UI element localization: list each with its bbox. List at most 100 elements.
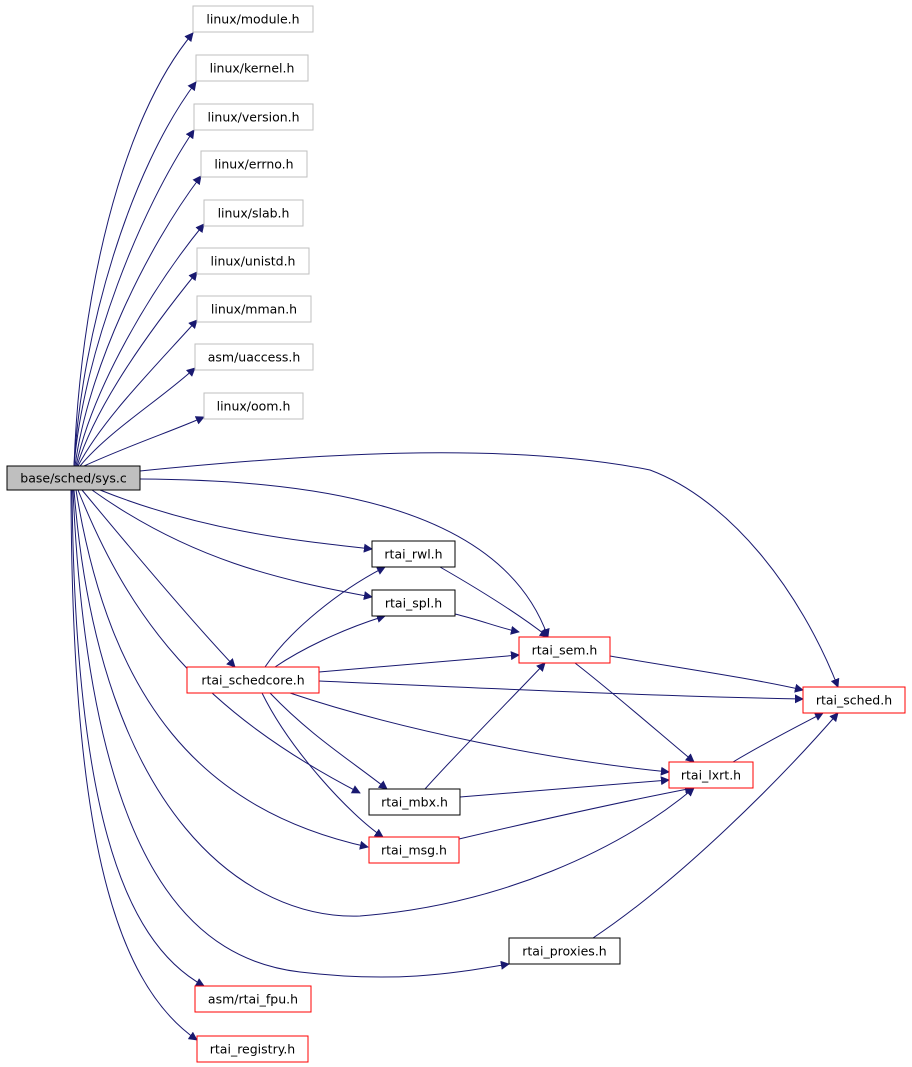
edge-root-to-slab	[75, 223, 205, 467]
node-box-sched	[802, 686, 906, 714]
node-mman[interactable]: linux/mman.h	[196, 295, 312, 323]
node-label-unistd: linux/unistd.h	[211, 254, 296, 269]
edge-root-to-rwl	[99, 489, 373, 553]
edge-schedcore-to-sem	[318, 651, 520, 673]
node-module[interactable]: linux/module.h	[192, 5, 314, 33]
node-label-rwl: rtai_rwl.h	[384, 547, 442, 562]
node-box-mbx	[368, 788, 461, 816]
node-mbx[interactable]: rtai_mbx.h	[368, 788, 461, 816]
edge-root-to-oom	[83, 416, 205, 467]
node-box-fpu	[194, 985, 312, 1013]
edge-mbx-to-sem	[424, 662, 546, 790]
edge-msg-to-lxrt	[458, 785, 694, 840]
node-box-slab	[203, 199, 304, 227]
node-lxrt[interactable]: rtai_lxrt.h	[668, 761, 754, 789]
node-box-uaccess	[194, 343, 314, 371]
node-box-spl	[371, 589, 456, 617]
node-box-errno	[200, 150, 308, 178]
edge-root-to-proxies	[72, 489, 510, 978]
node-box-schedcore	[186, 666, 320, 694]
edge-sem-to-lxrt	[574, 662, 695, 763]
edge-lxrt-to-sched	[732, 712, 824, 763]
node-label-root: base/sched/sys.c	[20, 471, 127, 486]
node-root: base/sched/sys.c	[6, 465, 141, 491]
node-rwl[interactable]: rtai_rwl.h	[371, 540, 456, 568]
node-label-sem: rtai_sem.h	[532, 643, 598, 658]
node-box-kernel	[195, 54, 309, 82]
edge-proxies-to-sched	[592, 712, 839, 939]
node-box-version	[193, 103, 314, 131]
node-label-version: linux/version.h	[207, 110, 299, 125]
node-label-module: linux/module.h	[206, 12, 299, 27]
node-label-fpu: asm/rtai_fpu.h	[208, 992, 298, 1007]
node-proxies[interactable]: rtai_proxies.h	[508, 937, 621, 965]
node-box-mman	[196, 295, 312, 323]
node-sched[interactable]: rtai_sched.h	[802, 686, 906, 714]
edge-spl-to-sem	[454, 613, 520, 635]
edge-root-to-msg	[75, 489, 369, 850]
node-sem[interactable]: rtai_sem.h	[518, 636, 611, 664]
node-label-spl: rtai_spl.h	[385, 596, 442, 611]
edge-root-to-mbx	[77, 489, 361, 794]
edge-root-to-unistd	[76, 271, 198, 467]
edge-root-to-errno	[74, 175, 202, 467]
node-unistd[interactable]: linux/unistd.h	[196, 247, 310, 275]
edge-root-to-version	[73, 129, 195, 467]
edge-mbx-to-lxrt	[459, 776, 670, 798]
node-box-registry	[196, 1035, 309, 1063]
node-msg[interactable]: rtai_msg.h	[368, 836, 460, 864]
edge-root-to-lxrt	[73, 489, 695, 917]
node-label-errno: linux/errno.h	[214, 157, 293, 172]
node-label-uaccess: asm/uaccess.h	[208, 350, 301, 365]
node-label-lxrt: rtai_lxrt.h	[681, 768, 741, 783]
node-box-msg	[368, 836, 460, 864]
nodes-layer: base/sched/sys.c linux/module.h linux/kern…	[6, 5, 906, 1063]
edge-root-to-uaccess	[79, 367, 196, 467]
node-box-rwl	[371, 540, 456, 568]
node-label-proxies: rtai_proxies.h	[522, 944, 606, 959]
edge-root-to-spl	[91, 489, 373, 600]
node-errno[interactable]: linux/errno.h	[200, 150, 308, 178]
edge-sem-to-sched	[609, 655, 804, 693]
node-oom[interactable]: linux/oom.h	[203, 392, 304, 420]
node-box-module	[192, 5, 314, 33]
node-box-unistd	[196, 247, 310, 275]
edge-schedcore-to-rwl	[264, 566, 386, 668]
edge-root-to-sem	[139, 478, 550, 638]
edge-root-to-schedcore	[81, 489, 236, 668]
node-schedcore[interactable]: rtai_schedcore.h	[186, 666, 320, 694]
edge-schedcore-to-spl	[274, 614, 386, 668]
node-kernel[interactable]: linux/kernel.h	[195, 54, 309, 82]
node-label-registry: rtai_registry.h	[210, 1042, 295, 1057]
edge-root-to-sched	[139, 452, 840, 688]
node-label-slab: linux/slab.h	[218, 206, 290, 221]
node-label-mbx: rtai_mbx.h	[381, 795, 448, 810]
node-label-oom: linux/oom.h	[217, 399, 291, 414]
node-uaccess[interactable]: asm/uaccess.h	[194, 343, 314, 371]
edge-root-to-module	[73, 32, 194, 467]
edge-schedcore-to-mbx	[269, 692, 388, 790]
edge-schedcore-to-lxrt	[289, 692, 670, 776]
node-spl[interactable]: rtai_spl.h	[371, 589, 456, 617]
node-label-sched: rtai_sched.h	[816, 693, 892, 708]
edge-rwl-to-sem	[439, 566, 549, 638]
edge-root-to-kernel	[73, 81, 197, 467]
node-fpu[interactable]: asm/rtai_fpu.h	[194, 985, 312, 1013]
node-registry[interactable]: rtai_registry.h	[196, 1035, 309, 1063]
node-label-mman: linux/mman.h	[211, 302, 297, 317]
node-version[interactable]: linux/version.h	[193, 103, 314, 131]
edge-root-to-fpu	[71, 489, 205, 987]
node-box-lxrt	[668, 761, 754, 789]
node-label-kernel: linux/kernel.h	[210, 61, 295, 76]
edge-root-to-mman	[77, 319, 198, 467]
node-box-root	[6, 465, 141, 491]
node-label-schedcore: rtai_schedcore.h	[201, 673, 304, 688]
edge-schedcore-to-sched	[318, 680, 804, 704]
edge-root-to-registry	[70, 489, 198, 1041]
edges-layer	[70, 32, 840, 1041]
edge-schedcore-to-msg	[261, 692, 384, 838]
node-box-sem	[518, 636, 611, 664]
node-slab[interactable]: linux/slab.h	[203, 199, 304, 227]
